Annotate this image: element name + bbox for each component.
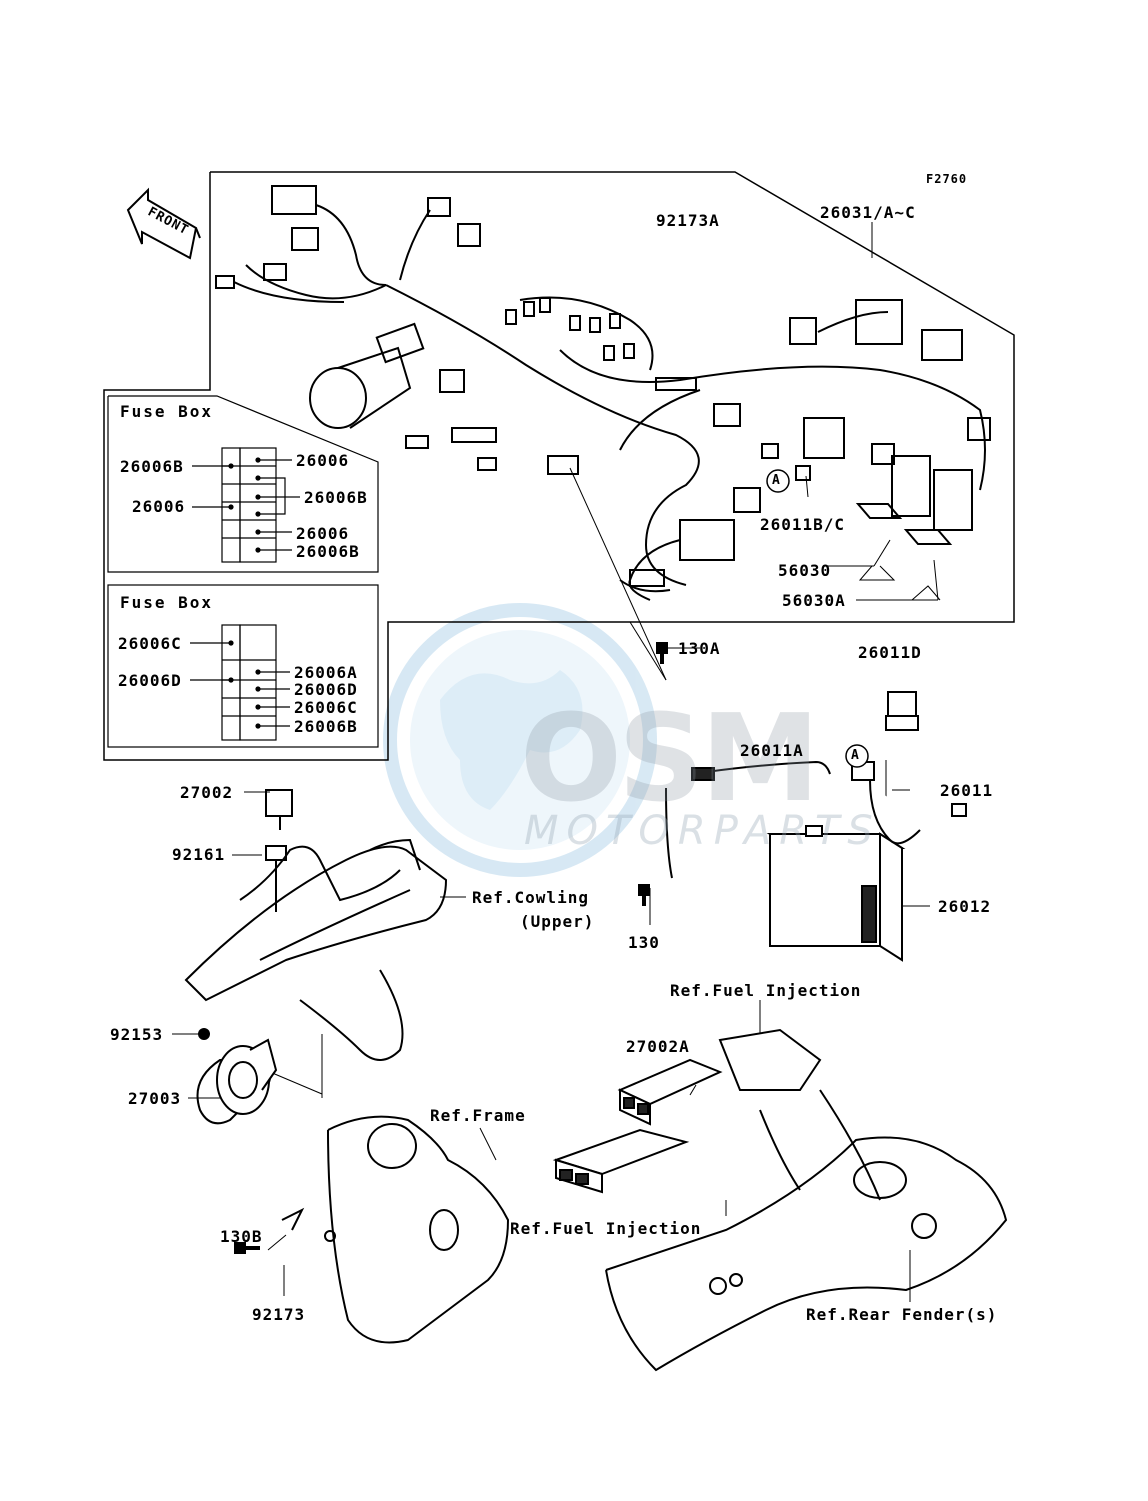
part-label-27002A: 27002A: [626, 1037, 690, 1056]
watermark-sub: MOTORPARTS: [524, 808, 881, 854]
part-label-130B: 130B: [220, 1227, 263, 1246]
circle-a-label: A: [851, 748, 860, 763]
part-label-92161: 92161: [172, 845, 226, 864]
ref-cowling-upper: (Upper): [520, 912, 595, 931]
part-label-92173: 92173: [252, 1305, 306, 1324]
leader-lines: [172, 222, 941, 1302]
fuse-box-2-left-label: 26006D: [118, 671, 182, 690]
part-label-26011D: 26011D: [858, 643, 922, 662]
part-label-56030: 56030: [778, 561, 832, 580]
bolts: [198, 642, 668, 1254]
bracket-assembly: [184, 789, 448, 1125]
fuse-box-1-right-label: 26006: [296, 524, 350, 543]
fuse-box-2-right-label: 26006B: [294, 717, 358, 736]
part-label-26031: 26031/A~C: [820, 203, 916, 222]
harness-frame: [103, 171, 1015, 761]
part-label-26011BC: 26011B/C: [760, 515, 846, 534]
fuse-box-1-right-label: 26006B: [296, 542, 360, 561]
part-label-27002: 27002: [180, 783, 234, 802]
fuse-box-2-left-label: 26006C: [118, 634, 182, 653]
fuse-box-2-title: Fuse Box: [120, 593, 214, 612]
fuse-box-2-right-label: 26006D: [294, 680, 358, 699]
frame-part: [281, 1115, 510, 1344]
part-label-26011A: 26011A: [740, 741, 804, 760]
ref-fuel-injection-top: Ref.Fuel Injection: [670, 981, 862, 1000]
part-label-26012: 26012: [938, 897, 992, 916]
watermark-logo: OSM: [520, 690, 820, 829]
ref-cowling: Ref.Cowling: [472, 888, 589, 907]
ref-fuel-injection-bottom: Ref.Fuel Injection: [510, 1219, 702, 1238]
front-arrow-icon: [126, 187, 201, 260]
fuse-box-1-left-label: 26006: [132, 497, 186, 516]
fuse-box-1-right-label: 26006B: [304, 488, 368, 507]
fuse-box-2-frame: [107, 584, 379, 748]
ref-rear-fender: Ref.Rear Fender(s): [806, 1305, 998, 1324]
part-label-26011: 26011: [940, 781, 994, 800]
battery-cable: [665, 760, 831, 879]
part-label-27003: 27003: [128, 1089, 182, 1108]
part-label-92173A: 92173A: [656, 211, 720, 230]
fuse-box-1-frame: [107, 395, 379, 573]
circle-a-markers: [766, 469, 869, 768]
figure-code: F2760: [926, 172, 968, 186]
wiring-harness: [215, 185, 991, 601]
battery: [766, 761, 967, 962]
ecu-units: [552, 1028, 822, 1194]
fuse-box-1-title: Fuse Box: [120, 402, 214, 421]
fuse-box-1-right-label: 26006: [296, 451, 350, 470]
fuse-box-2-right-label: 26006C: [294, 698, 358, 717]
watermark-globe: [383, 603, 657, 877]
horn: [216, 1038, 278, 1115]
part-label-92153: 92153: [110, 1025, 164, 1044]
fuse-box-1-left-label: 26006B: [120, 457, 184, 476]
part-label-130: 130: [628, 933, 660, 952]
part-label-130A: 130A: [678, 639, 721, 658]
fuse-box-2-right-label: 26006A: [294, 663, 358, 682]
ref-frame: Ref.Frame: [430, 1106, 526, 1125]
rear-fender: [605, 1089, 1008, 1372]
connector-26011D: [885, 691, 919, 731]
part-label-56030A: 56030A: [782, 591, 846, 610]
circle-a-label: A: [772, 473, 781, 488]
